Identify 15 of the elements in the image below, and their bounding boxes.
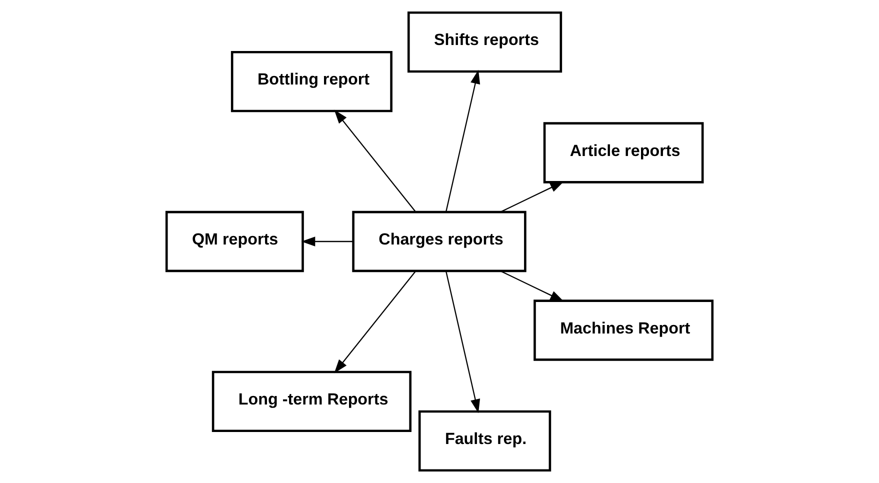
node-box: QM reports — [165, 210, 304, 272]
arrow — [500, 270, 564, 302]
node-box: Charges reports — [352, 210, 526, 272]
arrow — [334, 110, 416, 212]
arrow — [500, 181, 564, 212]
arrow — [445, 270, 480, 414]
node-box: Bottling report — [230, 51, 392, 112]
arrow — [445, 70, 480, 212]
node-box: Shifts reports — [407, 12, 562, 73]
arrow — [301, 236, 354, 246]
arrow — [334, 270, 416, 374]
node-box: Long -term Reports — [212, 370, 412, 432]
node-box: Machines Report — [534, 300, 714, 361]
node-box: Article reports — [543, 122, 704, 184]
node-box: Faults rep. — [418, 410, 552, 472]
